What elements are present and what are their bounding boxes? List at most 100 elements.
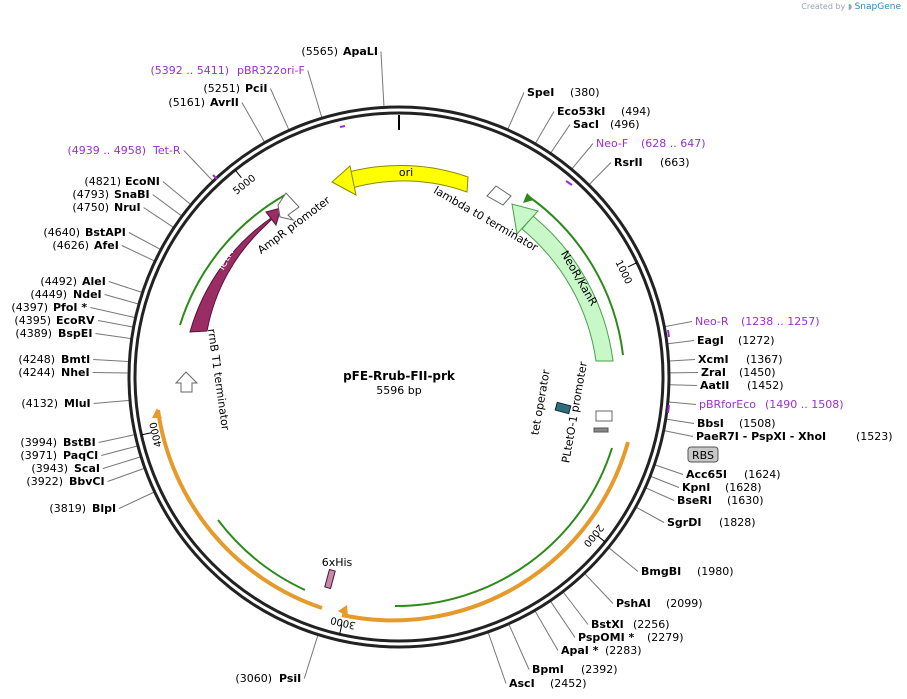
site-pos-mlui: (4132) — [21, 397, 58, 410]
site-label-xhoi[interactable]: PaeR7I - PspXI - XhoI (1523) — [696, 430, 893, 443]
primer-range-tet-r: (4939 .. 4958) — [67, 144, 146, 157]
site-label-xcmi[interactable]: XcmI (1367) — [698, 353, 783, 366]
primer-name-pbr322ori-f: pBR322ori-F — [237, 64, 305, 77]
site-label-bstbi[interactable]: (3994) BstBI — [20, 436, 95, 449]
site-name-paqci: PaqCI — [63, 449, 98, 462]
site-name-kpni: KpnI — [682, 481, 710, 494]
site-label-avrii[interactable]: (5161) AvrII — [168, 96, 238, 109]
site-pos-zrai: (1450) — [739, 366, 776, 379]
site-label-bbvci[interactable]: (3922) BbvCI — [26, 475, 104, 488]
site-name-rsrii: RsrII — [614, 156, 643, 169]
primer-label-pbr322ori-f[interactable]: (5392 .. 5411) pBR322ori-F — [150, 64, 304, 77]
site-name-bmgbi: BmgBI — [641, 565, 681, 578]
leader-primer-label-tet-r — [183, 150, 213, 181]
leader-site-label-alei — [108, 281, 142, 293]
site-label-afei[interactable]: (4626) AfeI — [52, 239, 118, 252]
site-label-psii[interactable]: (3060) PsiI — [235, 672, 301, 685]
site-label-bseri[interactable]: BseRI (1630) — [677, 494, 764, 507]
feature-6xhis[interactable] — [324, 568, 336, 590]
feature-tet-operator[interactable] — [554, 401, 572, 415]
site-label-bstxi[interactable]: BstXI (2256) — [591, 618, 670, 631]
site-label-eagi[interactable]: EagI (1272) — [697, 334, 775, 347]
site-label-kpni[interactable]: KpnI (1628) — [682, 481, 762, 494]
tick-label-1000: 1000 — [613, 259, 634, 287]
site-pos-sgrdi: (1828) — [719, 516, 756, 529]
site-label-alei[interactable]: (4492) AleI — [40, 275, 105, 288]
feature-rbs[interactable]: RBS — [687, 446, 719, 463]
site-label-snabi[interactable]: (4793) SnaBI — [72, 188, 149, 201]
leader-site-label-ndei — [104, 294, 139, 305]
site-label-bmgbi[interactable]: BmgBI (1980) — [641, 565, 734, 578]
feature-pltet-promoter[interactable] — [595, 410, 613, 422]
site-label-bpmi[interactable]: BpmI (2392) — [532, 663, 618, 676]
leader-site-label-asci — [487, 632, 507, 684]
site-pos-alei: (4492) — [40, 275, 77, 288]
primer-label-neo-r[interactable]: Neo-R (1238 .. 1257) — [695, 315, 820, 328]
site-label-mlui[interactable]: (4132) MluI — [21, 397, 90, 410]
feature-neor-kanr[interactable] — [521, 215, 614, 362]
site-pos-bmti: (4248) — [18, 353, 55, 366]
site-name-alei: AleI — [82, 275, 106, 288]
site-name-bbvci: BbvCI — [69, 475, 105, 488]
orf-arc-bottom-inner — [394, 447, 613, 608]
site-label-bspei[interactable]: (4389) BspEI — [15, 327, 92, 340]
created-by-prefix: Created by — [801, 2, 846, 11]
site-label-saci[interactable]: SacI (496) — [573, 118, 640, 131]
primer-label-neo-f[interactable]: Neo-F (628 .. 647) — [596, 137, 706, 150]
site-name-ecorv: EcoRV — [56, 314, 95, 327]
leader-site-label-acc65i — [655, 464, 684, 475]
site-label-bstapi[interactable]: (4640) BstAPI — [43, 226, 125, 239]
site-name-aatii: AatII — [700, 379, 729, 392]
site-label-econi[interactable]: (4821) EcoNI — [84, 175, 159, 188]
site-label-sgrdi[interactable]: SgrDI (1828) — [667, 516, 756, 529]
primer-label-tet-r[interactable]: (4939 .. 4958) Tet-R — [67, 144, 180, 157]
site-label-acc65i[interactable]: Acc65I (1624) — [686, 468, 781, 481]
leader-site-label-afei — [121, 245, 155, 262]
primer-name-neo-r: Neo-R — [695, 315, 729, 328]
site-pos-snabi: (4793) — [72, 188, 109, 201]
site-label-scai[interactable]: (3943) ScaI — [31, 462, 100, 475]
feature-rrnb-terminator-arrow[interactable] — [174, 371, 199, 393]
site-label-nrui[interactable]: (4750) NruI — [72, 201, 140, 214]
site-label-bbsi[interactable]: BbsI (1508) — [697, 417, 776, 430]
site-label-paqci[interactable]: (3971) PaqCI — [20, 449, 98, 462]
feature-rbs-mark[interactable] — [593, 427, 609, 433]
site-label-eco53ki[interactable]: Eco53kI (494) — [557, 105, 651, 118]
site-label-apali[interactable]: (5565) ApaLI — [301, 45, 378, 58]
site-label-bmti[interactable]: (4248) BmtI — [18, 353, 90, 366]
site-label-blpi[interactable]: (3819) BlpI — [49, 502, 116, 515]
site-name-acc65i: Acc65I — [686, 468, 727, 481]
site-label-nhei[interactable]: (4244) NheI — [18, 366, 89, 379]
site-label-asci[interactable]: AscI (2452) — [509, 677, 587, 690]
leader-site-label-bmgbi — [608, 547, 639, 572]
site-label-apai[interactable]: ApaI * (2283) — [561, 644, 642, 657]
feature-ampr-promoter-arrow[interactable] — [277, 192, 300, 221]
site-name-snabi: SnaBI — [114, 188, 150, 201]
site-name-bspei: BspEI — [58, 327, 92, 340]
site-label-ecorv[interactable]: (4395) EcoRV — [14, 314, 95, 327]
leader-site-label-bpmi — [508, 624, 530, 670]
site-label-pcii[interactable]: (5251) PciI — [203, 82, 267, 95]
site-label-ndei[interactable]: (4449) NdeI — [30, 288, 101, 301]
site-label-pshai[interactable]: PshAI (2099) — [616, 597, 703, 610]
site-label-spei[interactable]: SpeI (380) — [527, 86, 600, 99]
feature-ori-arrowhead[interactable] — [331, 165, 357, 196]
site-label-zrai[interactable]: ZraI (1450) — [701, 366, 776, 379]
feature-tetr[interactable] — [189, 213, 278, 333]
orf-arc-ori-neo — [527, 195, 624, 356]
site-label-pspomi[interactable]: PspOMI * (2279) — [578, 631, 684, 644]
leader-site-label-pcii — [269, 88, 290, 130]
leader-site-label-scai — [102, 456, 141, 469]
primer-label-pbrforeco[interactable]: pBRforEco (1490 .. 1508) — [699, 398, 844, 411]
primer-range-pbrforeco: (1490 .. 1508) — [765, 398, 844, 411]
feature-lambda-terminator-arrow[interactable] — [486, 185, 512, 206]
feature-neor-arrowhead[interactable] — [511, 203, 539, 236]
site-label-pfoi[interactable]: (4397) PfoI * — [11, 301, 87, 314]
leader-primer-label-neo-f — [571, 143, 594, 169]
site-name-ndei: NdeI — [73, 288, 102, 301]
site-label-aatii[interactable]: AatII (1452) — [700, 379, 784, 392]
site-label-rsrii[interactable]: RsrII (663) — [614, 156, 690, 169]
leader-site-label-spei — [507, 92, 525, 130]
feature-tetr-arrowhead[interactable] — [265, 207, 282, 227]
leader-lines — [90, 51, 699, 684]
